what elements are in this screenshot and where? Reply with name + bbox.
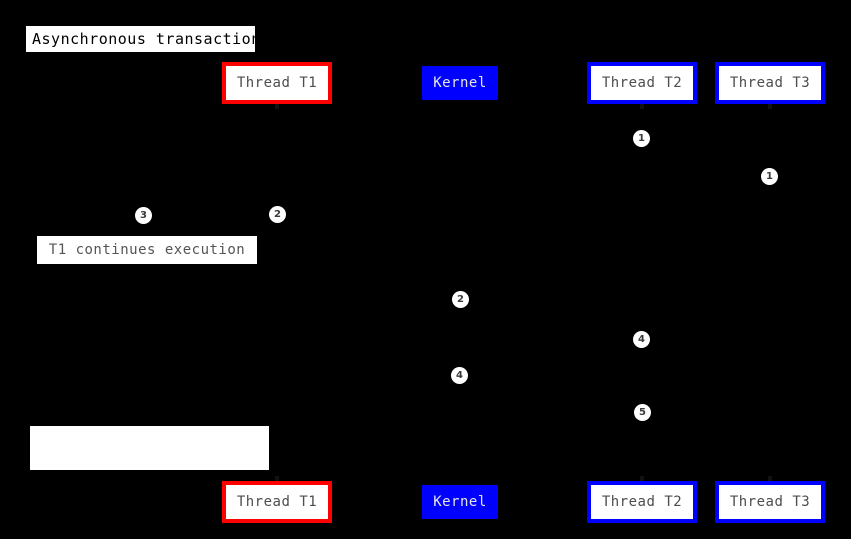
participant-label: Thread T2 — [601, 494, 683, 510]
step-badge-4: 4 — [633, 331, 650, 348]
participant-kernel-bottom[interactable]: Kernel — [422, 485, 498, 519]
diagram-title: Asynchronous transaction — [26, 26, 260, 52]
step-badge-2: 2 — [269, 206, 286, 223]
participant-label: Kernel — [433, 494, 487, 510]
participant-thread-t1-top[interactable]: Thread T1 — [222, 62, 332, 104]
participant-label: Kernel — [433, 75, 487, 91]
lifeline-nub — [640, 104, 644, 109]
participant-label: Thread T2 — [601, 75, 683, 91]
step-badge-5: 5 — [634, 404, 651, 421]
step-badge-1: 1 — [633, 130, 650, 147]
lifeline-nub — [275, 476, 279, 481]
participant-label: Thread T3 — [729, 75, 811, 91]
note-box: T1 continues execution — [37, 236, 257, 264]
participant-thread-t2-bottom[interactable]: Thread T2 — [587, 481, 697, 523]
note-box-blank — [30, 426, 269, 470]
participant-label: Thread T1 — [236, 494, 318, 510]
participant-label: Thread T1 — [236, 75, 318, 91]
lifeline-nub — [275, 104, 279, 109]
step-badge-2: 2 — [452, 291, 469, 308]
note-text: T1 continues execution — [48, 242, 246, 258]
step-badge-1: 1 — [761, 168, 778, 185]
participant-thread-t1-bottom[interactable]: Thread T1 — [222, 481, 332, 523]
participant-kernel-top[interactable]: Kernel — [422, 66, 498, 100]
step-badge-3: 3 — [135, 207, 152, 224]
participant-thread-t3-top[interactable]: Thread T3 — [715, 62, 825, 104]
lifeline-nub — [768, 104, 772, 109]
participant-label: Thread T3 — [729, 494, 811, 510]
participant-thread-t3-bottom[interactable]: Thread T3 — [715, 481, 825, 523]
participant-thread-t2-top[interactable]: Thread T2 — [587, 62, 697, 104]
step-badge-4: 4 — [451, 367, 468, 384]
lifeline-nub — [640, 476, 644, 481]
lifeline-nub — [768, 476, 772, 481]
